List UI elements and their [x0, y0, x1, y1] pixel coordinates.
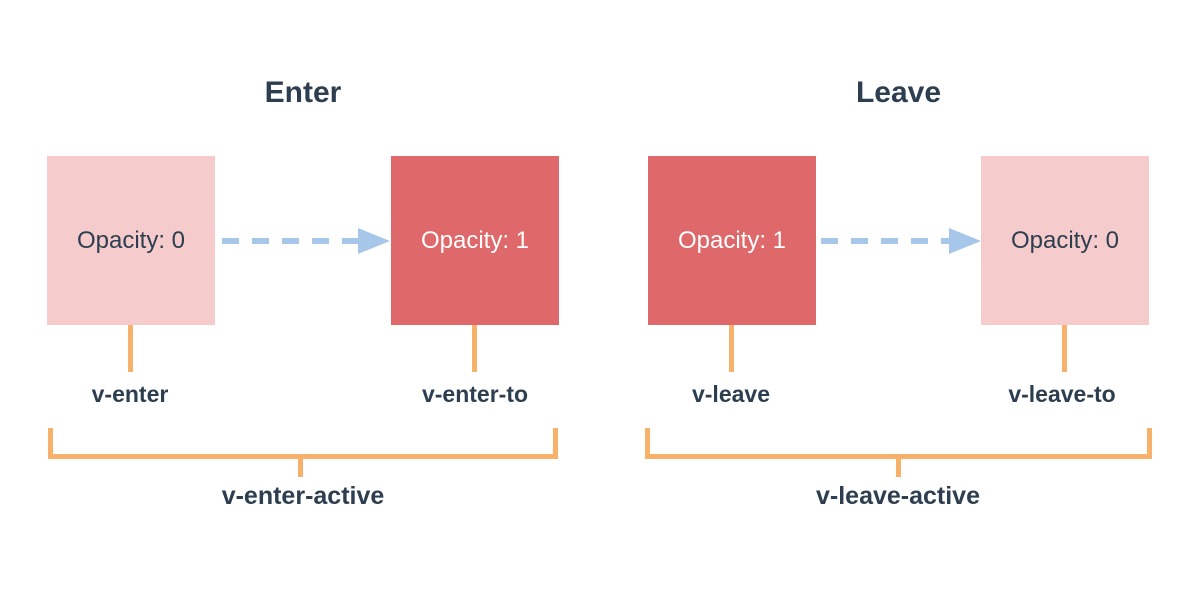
enter-to-box-label: Opacity: 1: [420, 226, 530, 254]
v-enter-active-class-label: v-enter-active: [221, 482, 385, 510]
enter-to-box: Opacity: 1: [391, 156, 559, 325]
v-leave-active-class-label: v-leave-active: [815, 482, 980, 510]
enter-active-bracket-stem: [298, 459, 303, 477]
leave-section-title: Leave: [855, 76, 942, 109]
leave-to-box-label: Opacity: 0: [1010, 226, 1120, 254]
leave-active-bracket-stem: [896, 459, 901, 477]
leave-active-bracket: [645, 428, 1152, 459]
v-enter-to-class-label: v-enter-to: [421, 381, 529, 407]
enter-active-bracket: [48, 428, 558, 459]
leave-from-box: Opacity: 1: [648, 156, 816, 325]
enter-from-box: Opacity: 0: [47, 156, 215, 325]
leave-to-connector-line: [1062, 325, 1067, 372]
v-enter-class-label: v-enter: [91, 381, 169, 407]
enter-from-box-label: Opacity: 0: [76, 226, 186, 254]
leave-from-connector-line: [729, 325, 734, 372]
leave-to-box: Opacity: 0: [981, 156, 1149, 325]
leave-from-box-label: Opacity: 1: [677, 226, 787, 254]
enter-to-connector-line: [472, 325, 477, 372]
enter-from-connector-line: [128, 325, 133, 372]
dashed-arrow-right-icon: [222, 228, 390, 254]
v-leave-class-label: v-leave: [691, 381, 770, 407]
enter-section-title: Enter: [264, 76, 342, 109]
v-leave-to-class-label: v-leave-to: [1008, 381, 1116, 407]
dashed-arrow-right-icon: [821, 228, 981, 254]
